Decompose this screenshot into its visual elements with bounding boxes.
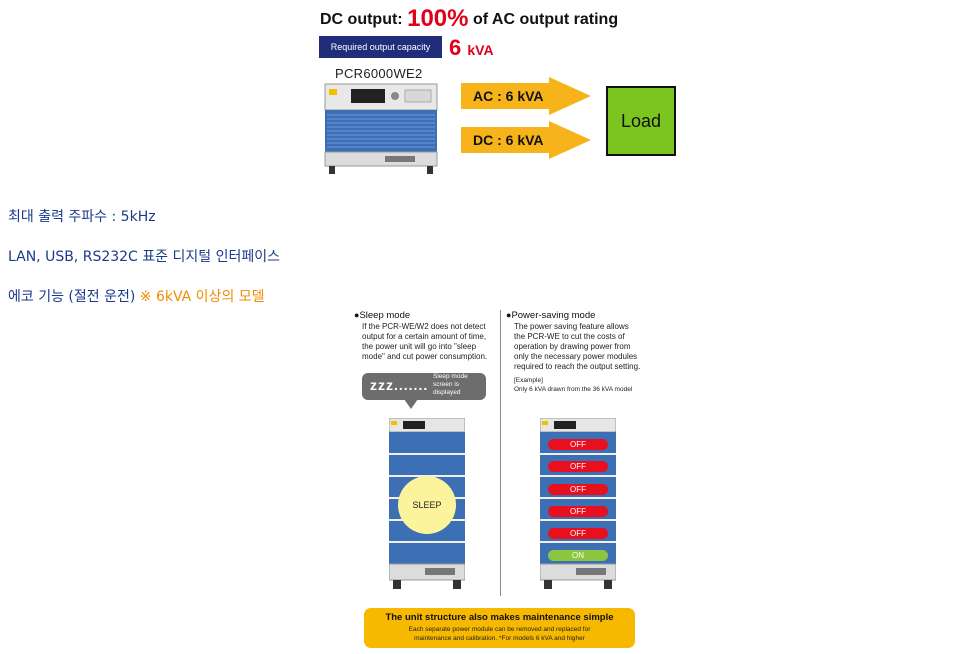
power-supply-image: [324, 83, 438, 174]
sleep-mode-title: ●Sleep mode: [354, 310, 410, 321]
zzz-text: zzz.......: [370, 377, 429, 393]
bullet-icon: ●: [506, 310, 512, 320]
dc-output-label: DC : 6 kVA: [473, 132, 544, 148]
feature-max-frequency: 최대 출력 주파수 : 5kHz: [8, 206, 156, 226]
feature-text: 에코 기능 (절전 운전): [8, 289, 136, 305]
power-saving-title: ●Power-saving mode: [506, 310, 595, 321]
sleep-speech-bubble: [362, 373, 486, 400]
sleep-mode-description: If the PCR-WE/W2 does not detect output …: [362, 322, 488, 361]
required-capacity-value: 6 kVA: [449, 35, 494, 61]
module-status-off: OFF: [548, 484, 608, 495]
rack-unit-image: [540, 418, 616, 589]
module-status-off: OFF: [548, 506, 608, 517]
power-saving-description: The power saving feature allows the PCR-…: [514, 322, 641, 371]
power-saving-title-text: Power-saving mode: [511, 310, 596, 321]
maintenance-body: Each separate power module can be remove…: [408, 626, 591, 642]
title-suffix: of AC output rating: [472, 11, 619, 28]
ac-arrow-icon: [461, 77, 591, 115]
module-status-off: OFF: [548, 439, 608, 450]
required-value-unit: kVA: [467, 42, 494, 58]
maintenance-title: The unit structure also makes maintenanc…: [385, 612, 614, 623]
sleep-indicator: SLEEP: [398, 476, 456, 534]
maintenance-banner: The unit structure also makes maintenanc…: [364, 608, 635, 648]
dc-output-figure: DC output: 100% of AC output rating Requ…: [315, 0, 685, 182]
sleep-screen-note: Sleep mode screen is displayed: [433, 373, 468, 396]
title-percent: 100%: [407, 5, 469, 32]
required-capacity-label: Required output capacity: [319, 36, 442, 58]
feature-text: 최대 출력 주파수 : 5kHz: [8, 209, 156, 225]
feature-interfaces: LAN, USB, RS232C 표준 디지털 인터페이스: [8, 246, 280, 266]
model-name: PCR6000WE2: [335, 66, 423, 81]
load-box: Load: [606, 86, 676, 156]
bubble-tail-icon: [404, 399, 418, 409]
feature-text: LAN, USB, RS232C 표준 디지털 인터페이스: [8, 249, 280, 265]
example-label: [Example]: [514, 377, 543, 384]
dc-output-title: DC output: 100% of AC output rating: [320, 5, 618, 33]
sleep-mode-title-text: Sleep mode: [359, 310, 411, 321]
example-text: Only 6 kVA drawn from the 36 kVA model: [514, 386, 633, 393]
column-divider: [500, 310, 501, 596]
module-status-off: OFF: [548, 461, 608, 472]
title-prefix: DC output:: [320, 11, 403, 28]
module-status-off: OFF: [548, 528, 608, 539]
required-value-number: 6: [449, 35, 462, 60]
ac-output-label: AC : 6 kVA: [473, 88, 544, 104]
dc-arrow-icon: [461, 121, 591, 159]
bullet-icon: ●: [354, 310, 360, 320]
feature-note: ※ 6kVA 이상의 모델: [139, 289, 265, 305]
module-status-on: ON: [548, 550, 608, 561]
eco-mode-figure: ●Sleep mode If the PCR-WE/W2 does not de…: [352, 308, 652, 654]
feature-eco-function: 에코 기능 (절전 운전) ※ 6kVA 이상의 모델: [8, 286, 265, 306]
